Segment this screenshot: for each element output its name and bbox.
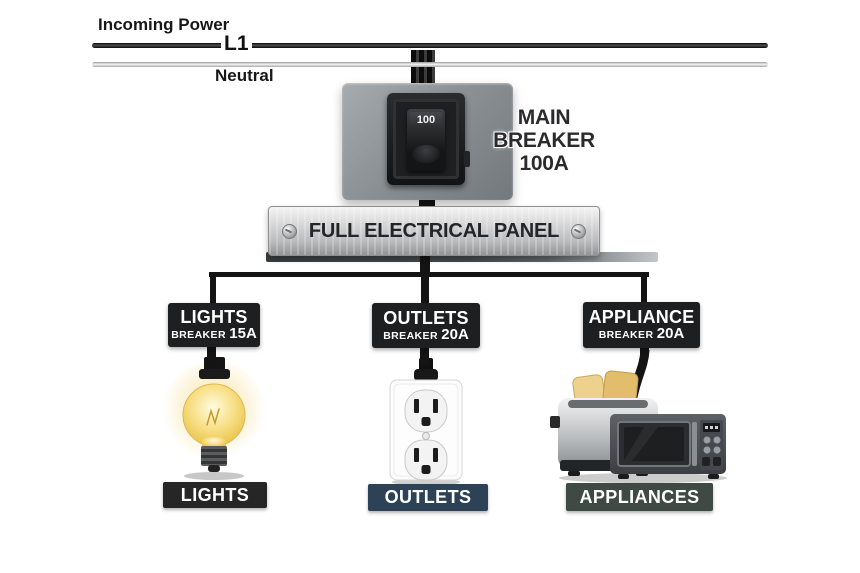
electrical-panel-plate: FULL ELECTRICAL PANEL [268, 206, 600, 256]
breaker-switch: 100 [407, 109, 445, 171]
wire-drop-appliance [641, 275, 647, 305]
panel-plate-label: FULL ELECTRICAL PANEL [308, 219, 560, 242]
outlets-breaker-name: OUTLETS [383, 307, 469, 328]
main-breaker-label: MAIN BREAKER 100A [466, 106, 622, 175]
breaker-switch-value: 100 [410, 112, 442, 128]
light-bulb-icon [162, 357, 266, 480]
outlets-breaker-word: BREAKER [383, 329, 438, 342]
main-breaker-panel: 100 [342, 83, 513, 200]
wire-appliance [640, 344, 649, 354]
wire-panel-to-bus [420, 256, 430, 276]
main-breaker-label-line1: MAIN BREAKER [493, 106, 595, 152]
lights-tag: LIGHTS [163, 482, 267, 508]
lights-breaker-rating: 15A [229, 325, 257, 342]
breaker-switch-handle [412, 145, 440, 163]
appliance-breaker-name: APPLIANCE [588, 307, 695, 327]
appliance-breaker-word: BREAKER [598, 329, 654, 341]
appliance-breaker-label: APPLIANCE BREAKER 20A [583, 302, 700, 348]
wire-drop-outlets [421, 275, 429, 306]
l1-line-label: L1 [221, 32, 252, 56]
lights-breaker-label: LIGHTS BREAKER 15A [168, 303, 260, 347]
lights-breaker-name: LIGHTS [180, 307, 248, 327]
breaker-frame: 100 [393, 99, 459, 179]
distribution-bus-wire [209, 272, 649, 277]
screw-icon [282, 224, 297, 239]
breaker-side-tab [464, 151, 470, 167]
wire-drop-lights [210, 272, 216, 306]
appliances-tag: APPLIANCES [566, 483, 713, 511]
incoming-power-label: Incoming Power [98, 15, 230, 34]
outlets-breaker-rating: 20A [441, 325, 469, 343]
panel-plate-shadow [266, 252, 658, 262]
outlets-tag: OUTLETS [368, 484, 488, 511]
screw-icon [571, 224, 586, 239]
neutral-power-line [92, 62, 768, 67]
wire-lights [207, 345, 216, 367]
duplex-outlet-icon [389, 358, 463, 486]
main-breaker-label-line2: 100A [519, 152, 569, 175]
outlets-breaker-label: OUTLETS BREAKER 20A [372, 303, 480, 348]
l1-power-line [92, 43, 768, 48]
wire-outlets [420, 345, 429, 365]
lights-breaker-word: BREAKER [171, 329, 226, 341]
appliance-breaker-rating: 20A [656, 325, 685, 342]
toaster-microwave-icon [550, 350, 727, 483]
main-breaker-icon: 100 [387, 93, 470, 185]
service-wires [411, 50, 435, 86]
neutral-line-label: Neutral [215, 66, 274, 85]
